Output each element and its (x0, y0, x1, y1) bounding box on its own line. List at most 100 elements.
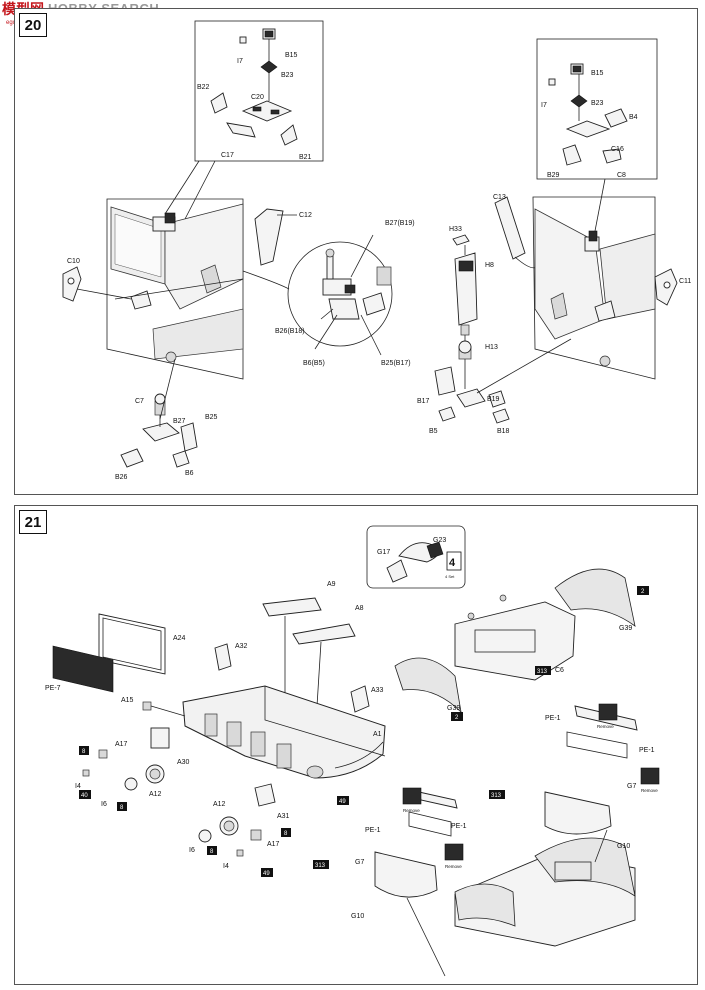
svg-text:A15: A15 (121, 697, 134, 704)
svg-text:A17: A17 (115, 741, 128, 748)
svg-text:A12: A12 (213, 801, 226, 808)
svg-text:PE-1: PE-1 (365, 827, 381, 834)
svg-text:B19: B19 (487, 396, 500, 403)
svg-text:A1: A1 (373, 731, 382, 738)
step-20-labels: B15 I7 B23 B22 C20 C17 B21 B15 I7 B23 B4… (67, 52, 691, 481)
svg-text:313: 313 (315, 863, 326, 869)
step-21-drawing: 4 4 Set (45, 525, 660, 977)
tag-labels: 2 2 313 313 313 49 49 40 8 8 8 8 (81, 589, 645, 877)
svg-text:2: 2 (641, 589, 645, 595)
svg-text:I4: I4 (75, 783, 81, 790)
svg-text:I7: I7 (237, 58, 243, 65)
svg-text:A30: A30 (177, 759, 190, 766)
svg-text:8: 8 (120, 805, 124, 811)
svg-text:2: 2 (455, 715, 459, 721)
svg-text:C10: C10 (67, 258, 80, 265)
svg-text:PE-1: PE-1 (545, 715, 561, 722)
svg-text:A17: A17 (267, 841, 280, 848)
svg-text:I6: I6 (189, 847, 195, 854)
left-cab-assembly (106, 198, 244, 380)
svg-text:B21: B21 (299, 154, 312, 161)
svg-text:G39: G39 (619, 625, 632, 632)
svg-text:4: 4 (449, 557, 456, 569)
svg-text:H13: H13 (485, 344, 498, 351)
step-21-labels: G17 G23 A9 A8 A24 A32 PE-7 A15 A33 A1 A1… (45, 537, 655, 920)
remove-icons (402, 703, 660, 861)
svg-text:C17: C17 (221, 152, 234, 159)
svg-text:313: 313 (537, 669, 548, 675)
svg-text:C6: C6 (555, 667, 564, 674)
svg-text:H33: H33 (449, 226, 462, 233)
svg-text:G10: G10 (351, 913, 364, 920)
svg-text:B23: B23 (281, 72, 294, 79)
svg-text:PE-1: PE-1 (639, 747, 655, 754)
svg-text:G23: G23 (433, 537, 446, 544)
svg-text:B15: B15 (285, 52, 298, 59)
step-21-panel: 21 4 4 Set (14, 505, 698, 985)
svg-text:B26: B26 (115, 474, 128, 481)
rear-chassis-upper (394, 568, 636, 714)
svg-text:C20: C20 (251, 94, 264, 101)
inset-hinge-frame (366, 525, 466, 589)
svg-text:B6(B5): B6(B5) (303, 360, 325, 367)
svg-text:49: 49 (263, 871, 270, 877)
svg-text:I6: I6 (101, 801, 107, 808)
svg-text:Remove: Remove (597, 724, 614, 729)
svg-text:B23: B23 (591, 100, 604, 107)
svg-text:B15: B15 (591, 70, 604, 77)
rear-chassis-lower (454, 837, 636, 947)
svg-text:B25: B25 (205, 414, 218, 421)
svg-text:A33: A33 (371, 687, 384, 694)
svg-text:B26(B18): B26(B18) (275, 328, 305, 335)
svg-text:C7: C7 (135, 398, 144, 405)
svg-text:Remove: Remove (403, 808, 420, 813)
step-20-drawing: B15 I7 B23 B22 C20 C17 B21 B15 I7 B23 B4… (62, 20, 691, 481)
number-tags (79, 586, 649, 877)
svg-text:B29: B29 (547, 172, 560, 179)
svg-text:B17: B17 (417, 398, 430, 405)
svg-text:C16: C16 (611, 146, 624, 153)
svg-text:I4: I4 (223, 863, 229, 870)
magnifier-circle (287, 241, 393, 347)
remove-labels: Remove Remove Remove Remove (403, 724, 658, 869)
svg-text:Remove: Remove (445, 864, 462, 869)
step-20-panel: 20 (14, 8, 698, 495)
svg-text:A8: A8 (355, 605, 364, 612)
svg-text:B27: B27 (173, 418, 186, 425)
svg-text:A31: A31 (277, 813, 290, 820)
svg-text:49: 49 (339, 799, 346, 805)
svg-text:B27(B19): B27(B19) (385, 220, 415, 227)
right-cab-assembly (532, 196, 656, 380)
svg-text:B4: B4 (629, 114, 638, 121)
inset-left-frame (194, 20, 324, 162)
svg-text:8: 8 (82, 749, 86, 755)
svg-text:G17: G17 (377, 549, 390, 556)
svg-text:B25(B17): B25(B17) (381, 360, 411, 367)
chassis-a1 (182, 685, 386, 779)
svg-text:8: 8 (210, 849, 214, 855)
svg-text:G7: G7 (627, 783, 636, 790)
svg-text:A24: A24 (173, 635, 186, 642)
svg-text:A9: A9 (327, 581, 336, 588)
svg-text:4 Set: 4 Set (445, 574, 455, 579)
svg-text:B18: B18 (497, 428, 510, 435)
step-20-number: 20 (19, 13, 47, 37)
svg-text:40: 40 (81, 793, 88, 799)
svg-text:C13: C13 (493, 194, 506, 201)
svg-text:313: 313 (491, 793, 502, 799)
svg-text:H8: H8 (485, 262, 494, 269)
svg-text:G7: G7 (355, 859, 364, 866)
inset-right-frame (536, 38, 658, 180)
svg-text:C12: C12 (299, 212, 312, 219)
svg-text:C8: C8 (617, 172, 626, 179)
svg-text:A12: A12 (149, 791, 162, 798)
svg-text:8: 8 (284, 831, 288, 837)
svg-text:G39: G39 (447, 705, 460, 712)
svg-text:Remove: Remove (641, 788, 658, 793)
svg-text:A32: A32 (235, 643, 248, 650)
step-21-number: 21 (19, 510, 47, 534)
svg-text:PE-7: PE-7 (45, 685, 61, 692)
svg-text:G10: G10 (617, 843, 630, 850)
svg-text:I7: I7 (541, 102, 547, 109)
svg-text:B22: B22 (197, 84, 210, 91)
